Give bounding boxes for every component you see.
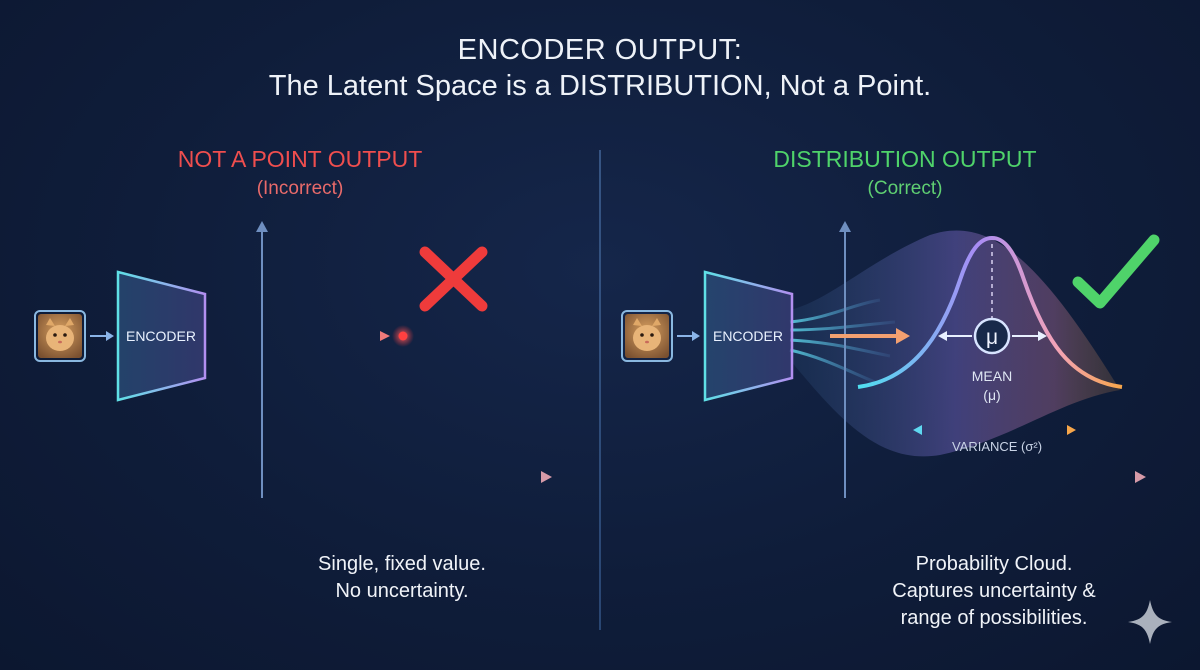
right-axes <box>822 221 1146 498</box>
right-caption-line-3: range of possibilities. <box>900 607 1088 629</box>
right-caption-line-2: Captures uncertainty & <box>892 580 1096 602</box>
left-input-arrow <box>90 331 114 341</box>
right-encoder-label: ENCODER <box>713 328 783 344</box>
variance-arrow <box>913 425 1076 435</box>
title-line-1: ENCODER OUTPUT: <box>457 34 743 66</box>
right-encoder: ENCODER <box>703 270 794 402</box>
left-panel-subheading: (Incorrect) <box>256 178 344 199</box>
probability-cloud <box>790 230 1120 457</box>
right-caption-line-1: Probability Cloud. <box>915 553 1073 575</box>
panel-divider <box>599 150 601 630</box>
left-panel-heading: NOT A POINT OUTPUT <box>177 146 423 172</box>
left-axes <box>242 221 552 498</box>
left-encoder-label: ENCODER <box>126 328 196 344</box>
variance-label: VARIANCE (σ²) <box>952 439 1042 454</box>
title-line-2: The Latent Space is a DISTRIBUTION, Not … <box>268 70 932 102</box>
sparkle-icon <box>1128 600 1172 644</box>
right-input-image <box>621 310 673 362</box>
right-caption: Probability Cloud. Captures uncertainty … <box>814 551 1174 632</box>
gaussian-curve <box>857 235 1123 389</box>
right-input-arrow <box>677 331 700 341</box>
right-panel-heading: DISTRIBUTION OUTPUT <box>773 146 1037 172</box>
cross-icon <box>419 246 488 312</box>
point-output-dot <box>392 325 414 347</box>
mean-symbol-label: (μ) <box>983 387 1000 403</box>
check-icon <box>1072 234 1160 309</box>
left-caption-line-2: No uncertainty. <box>335 580 469 602</box>
left-input-image <box>34 310 86 362</box>
mean-spread-arrows <box>938 331 1047 341</box>
right-panel-subheading: (Correct) <box>867 178 943 199</box>
left-caption: Single, fixed value. No uncertainty. <box>222 551 582 605</box>
mean-direction-arrow <box>830 328 910 344</box>
mu-marker: μ <box>973 317 1011 355</box>
left-encoder: ENCODER <box>116 270 207 402</box>
left-output-arrow <box>208 331 390 341</box>
mean-label: MEAN <box>972 368 1012 384</box>
left-caption-line-1: Single, fixed value. <box>318 553 486 575</box>
mu-symbol: μ <box>986 326 998 349</box>
